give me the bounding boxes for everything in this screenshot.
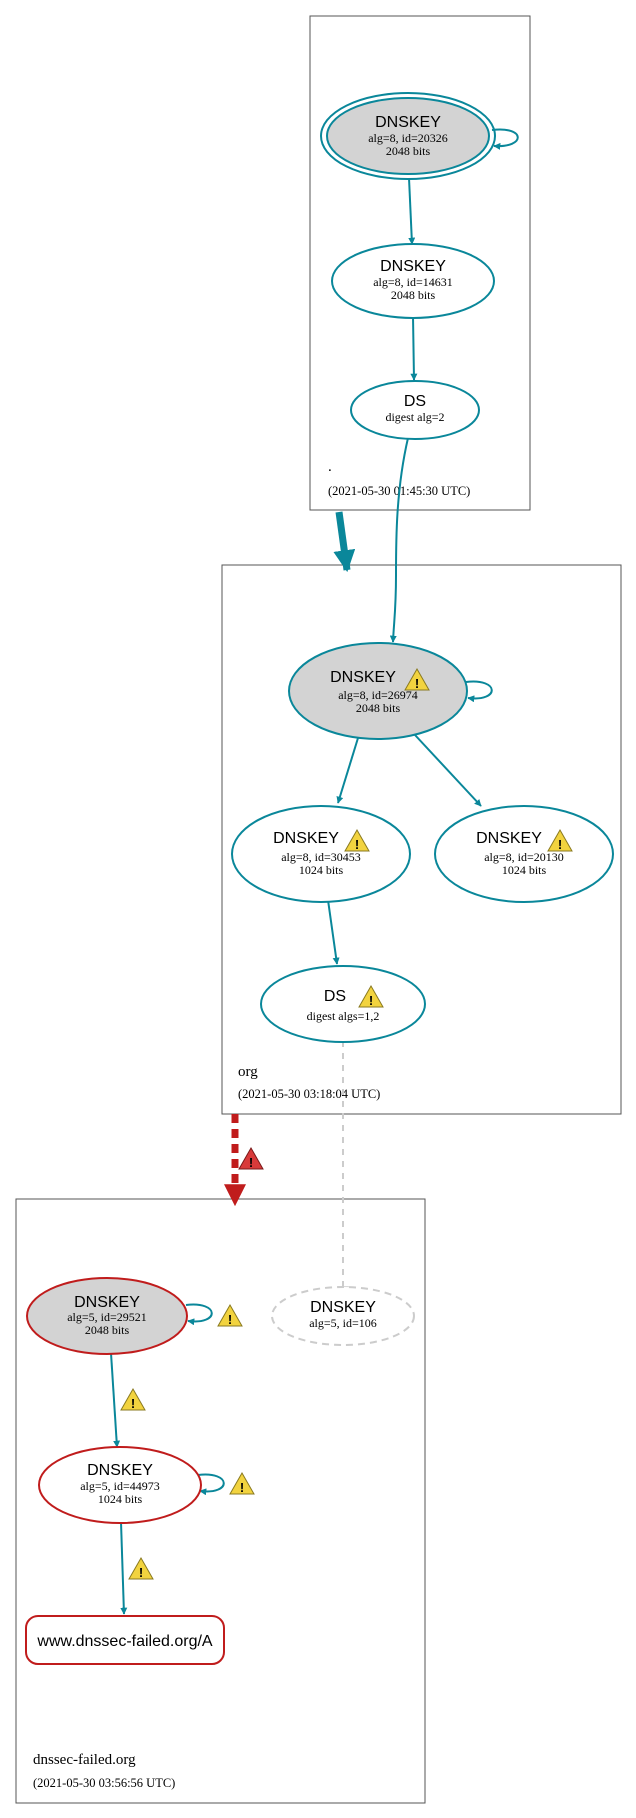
edge-root-ksk-self	[491, 128, 519, 150]
node-failed-zsk[interactable]: DNSKEY alg=5, id=44973 1024 bits	[38, 1446, 202, 1524]
warning-mark: !	[139, 1565, 143, 1580]
zone-failed-timestamp: (2021-05-30 03:56:56 UTC)	[33, 1776, 175, 1790]
zone-root-box	[309, 15, 531, 511]
node-org-zsk1-line1: alg=8, id=30453	[281, 850, 361, 864]
node-failed-zsk-title: DNSKEY	[87, 1462, 153, 1479]
node-org-zsk2[interactable]: DNSKEY alg=8, id=20130 1024 bits	[434, 805, 614, 903]
node-failed-ksk-title: DNSKEY	[74, 1294, 140, 1311]
warning-triangle-icon[interactable]: !	[217, 1303, 243, 1327]
node-root-ksk-title: DNSKEY	[375, 114, 441, 131]
node-root-zsk[interactable]: DNSKEY alg=8, id=14631 2048 bits	[331, 243, 495, 319]
warning-mark: !	[355, 837, 359, 852]
warning-triangle-icon[interactable]: !	[404, 667, 430, 691]
node-failed-ksk[interactable]: DNSKEY alg=5, id=29521 2048 bits	[26, 1277, 188, 1355]
node-org-ksk[interactable]: DNSKEY alg=8, id=26974 2048 bits	[288, 642, 468, 740]
edge-failed-zsk-to-rrset	[120, 1521, 128, 1615]
node-failed-rrset[interactable]: www.dnssec-failed.org/A	[25, 1615, 225, 1665]
warning-mark: !	[415, 676, 419, 691]
edge-root-zsk-to-ds	[410, 315, 418, 381]
warning-triangle-icon-red[interactable]: !	[238, 1146, 264, 1170]
edge-root-ds-to-org-ksk	[389, 437, 409, 643]
node-org-zsk2-line2: 1024 bits	[502, 863, 547, 877]
edge-org-ksk-to-zsk1	[336, 737, 359, 804]
warning-triangle-icon[interactable]: !	[344, 828, 370, 852]
node-root-ksk-line2: 2048 bits	[386, 144, 431, 158]
node-root-ds-title: DS	[404, 393, 426, 410]
warning-mark: !	[369, 993, 373, 1008]
warning-triangle-icon[interactable]: !	[120, 1387, 146, 1411]
edge-failed-ksk-self	[185, 1303, 213, 1326]
node-failed-missing-title: DNSKEY	[310, 1299, 376, 1316]
warning-triangle-icon[interactable]: !	[547, 828, 573, 852]
node-org-ksk-line2: 2048 bits	[356, 701, 401, 715]
warning-triangle-icon[interactable]: !	[358, 984, 384, 1008]
edge-failed-ksk-to-zsk	[110, 1352, 121, 1448]
edge-failed-zsk-self	[197, 1473, 225, 1496]
edge-org-ksk-to-zsk2	[414, 734, 482, 807]
node-org-ksk-line1: alg=8, id=26974	[338, 688, 418, 702]
node-failed-rrset-title: www.dnssec-failed.org/A	[36, 1633, 213, 1650]
zone-org-label: org	[238, 1064, 258, 1080]
node-root-ksk-line1: alg=8, id=20326	[368, 131, 448, 145]
edge-root-ksk-to-zsk	[408, 177, 416, 245]
edge-org-ksk-self	[465, 680, 493, 703]
node-failed-ksk-line2: 2048 bits	[85, 1323, 130, 1337]
warning-mark: !	[228, 1312, 232, 1327]
warning-mark: !	[249, 1155, 253, 1170]
node-org-ksk-title: DNSKEY	[330, 669, 396, 686]
warning-mark: !	[558, 837, 562, 852]
edge-root-to-org-delegation	[333, 511, 356, 573]
zone-root-label: .	[328, 459, 332, 475]
node-root-zsk-line1: alg=8, id=14631	[373, 275, 453, 289]
node-root-ksk[interactable]: DNSKEY alg=8, id=20326 2048 bits	[320, 92, 496, 180]
node-org-ds[interactable]: DS digest algs=1,2	[260, 965, 426, 1043]
node-org-zsk1-title: DNSKEY	[273, 830, 339, 847]
node-org-zsk1-line2: 1024 bits	[299, 863, 344, 877]
node-failed-missing-key[interactable]: DNSKEY alg=5, id=106	[271, 1286, 415, 1346]
zone-failed-box	[15, 1198, 426, 1804]
zone-org-timestamp: (2021-05-30 03:18:04 UTC)	[238, 1087, 380, 1101]
node-failed-ksk-line1: alg=5, id=29521	[67, 1310, 147, 1324]
edge-org-zsk1-to-ds	[327, 899, 340, 965]
warning-mark: !	[131, 1396, 135, 1411]
warning-triangle-icon[interactable]: !	[229, 1471, 255, 1495]
warning-mark: !	[240, 1480, 244, 1495]
node-org-ds-line1: digest algs=1,2	[307, 1009, 380, 1023]
node-root-zsk-title: DNSKEY	[380, 258, 446, 275]
node-root-ds[interactable]: DS digest alg=2	[350, 380, 480, 440]
warning-triangle-icon[interactable]: !	[128, 1556, 154, 1580]
node-org-zsk1[interactable]: DNSKEY alg=8, id=30453 1024 bits	[231, 805, 411, 903]
node-org-zsk2-line1: alg=8, id=20130	[484, 850, 564, 864]
zone-org-box	[221, 564, 622, 1115]
node-root-ds-line1: digest alg=2	[385, 410, 444, 424]
node-root-zsk-line2: 2048 bits	[391, 288, 436, 302]
node-org-zsk2-title: DNSKEY	[476, 830, 542, 847]
node-failed-missing-line1: alg=5, id=106	[309, 1316, 377, 1330]
node-org-ds-title: DS	[324, 988, 346, 1005]
node-failed-zsk-line2: 1024 bits	[98, 1492, 143, 1506]
zone-failed-label: dnssec-failed.org	[33, 1752, 136, 1768]
node-failed-zsk-line1: alg=5, id=44973	[80, 1479, 160, 1493]
